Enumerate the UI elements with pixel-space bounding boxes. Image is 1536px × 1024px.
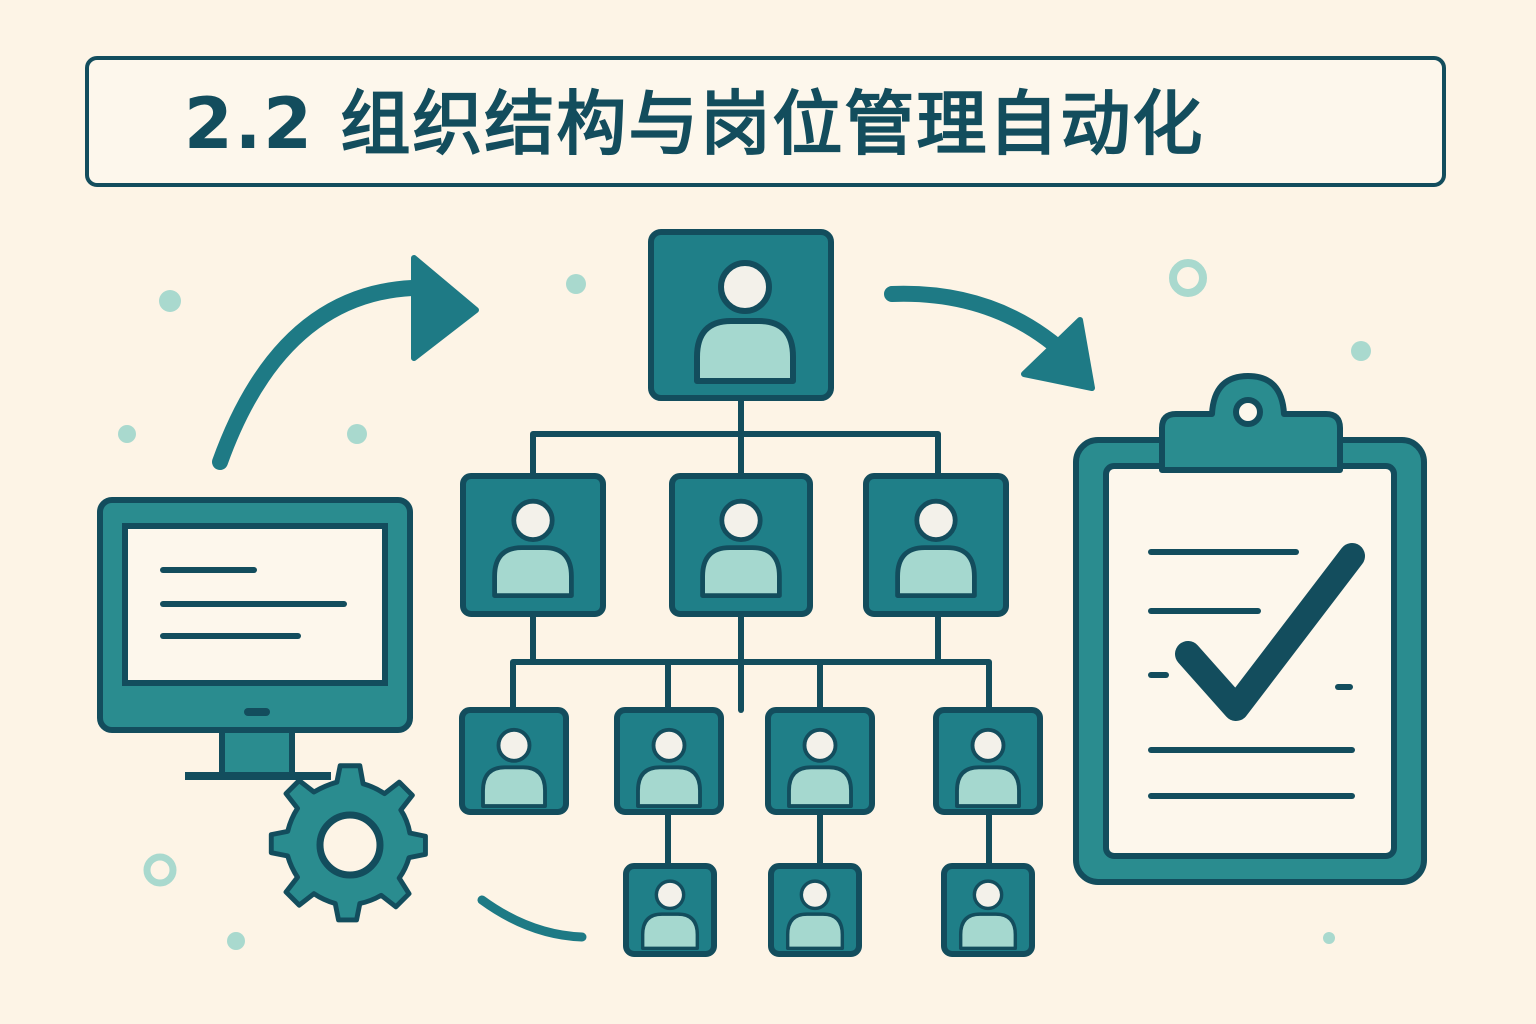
decorative-dots <box>118 259 1371 950</box>
org-chart-icon <box>459 229 1043 957</box>
org-node <box>648 229 834 401</box>
org-node <box>765 707 875 815</box>
org-node <box>460 473 606 617</box>
gear-icon <box>268 763 428 923</box>
org-node <box>669 473 813 617</box>
clipboard-icon <box>1073 373 1427 885</box>
computer-monitor-icon <box>97 497 413 780</box>
title-box: 2.2 组织结构与岗位管理自动化 <box>85 56 1446 187</box>
org-node <box>768 863 862 957</box>
org-node <box>933 707 1043 815</box>
checkmark-icon <box>1175 543 1365 721</box>
page-title: 2.2 组织结构与岗位管理自动化 <box>184 83 1205 165</box>
org-node <box>614 707 724 815</box>
org-node <box>459 707 569 815</box>
org-node <box>623 863 717 957</box>
org-node <box>863 473 1009 617</box>
curved-arrow-icon <box>477 895 587 942</box>
org-chart-icon <box>510 395 992 869</box>
curved-arrow-icon <box>884 285 1095 391</box>
org-node <box>941 863 1035 957</box>
curved-arrow-icon <box>212 255 479 470</box>
